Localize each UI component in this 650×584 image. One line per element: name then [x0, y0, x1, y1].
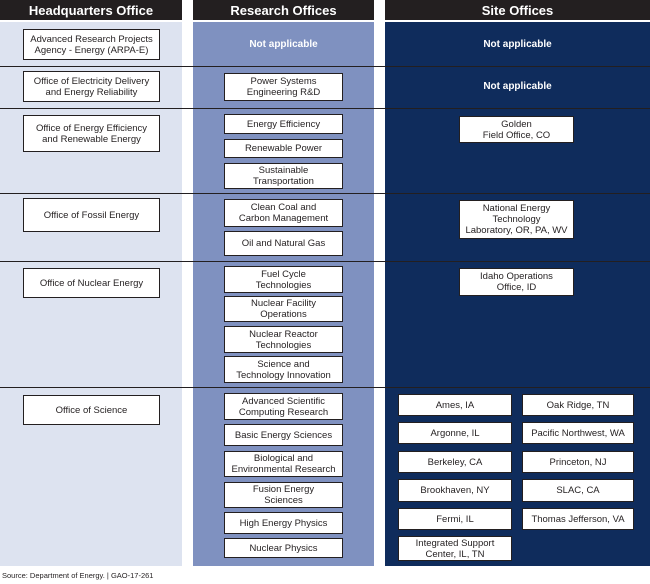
site-not-applicable: Not applicable [483, 81, 552, 92]
site-office: Oak Ridge, TN [522, 394, 634, 416]
header-headquarters: Headquarters Office [0, 0, 182, 20]
research-office: Sustainable Transportation [224, 163, 343, 189]
research-office: Basic Energy Sciences [224, 424, 343, 446]
site-office: Fermi, IL [398, 508, 512, 530]
research-office: Fuel Cycle Technologies [224, 266, 343, 293]
site-office: Golden Field Office, CO [459, 116, 574, 143]
research-office: Clean Coal and Carbon Management [224, 199, 343, 227]
hq-office-arpa-e: Advanced Research Projects Agency - Ener… [23, 29, 160, 60]
hq-office-nuclear: Office of Nuclear Energy [23, 268, 160, 298]
research-office: Energy Efficiency [224, 114, 343, 134]
site-office: Ames, IA [398, 394, 512, 416]
research-office: Fusion Energy Sciences [224, 482, 343, 508]
hq-office-electricity: Office of Electricity Delivery and Energ… [23, 71, 160, 102]
site-office: Thomas Jefferson, VA [522, 508, 634, 530]
site-office: National Energy Technology Laboratory, O… [459, 200, 574, 239]
research-office: Nuclear Physics [224, 538, 343, 558]
hq-office-fossil: Office of Fossil Energy [23, 198, 160, 232]
research-office: Advanced Scientific Computing Research [224, 393, 343, 420]
research-office: Renewable Power [224, 139, 343, 158]
research-office: Nuclear Reactor Technologies [224, 326, 343, 353]
site-office: Brookhaven, NY [398, 479, 512, 502]
site-office: Integrated Support Center, IL, TN [398, 536, 512, 561]
research-office: Science and Technology Innovation [224, 356, 343, 383]
header-research: Research Offices [193, 0, 374, 20]
row-divider [0, 387, 650, 388]
site-not-applicable: Not applicable [483, 39, 552, 50]
header-site: Site Offices [385, 0, 650, 20]
row-divider [0, 193, 650, 194]
row-divider [0, 108, 650, 109]
source-note: Source: Department of Energy. | GAO-17-2… [2, 571, 154, 580]
hq-office-eere: Office of Energy Efficiency and Renewabl… [23, 115, 160, 152]
site-office: SLAC, CA [522, 479, 634, 502]
row-divider [0, 66, 650, 67]
research-not-applicable: Not applicable [249, 39, 318, 50]
research-office: Biological and Environmental Research [224, 451, 343, 477]
site-office: Berkeley, CA [398, 451, 512, 473]
research-office: Nuclear Facility Operations [224, 296, 343, 322]
site-office: Idaho Operations Office, ID [459, 268, 574, 296]
row-divider [0, 261, 650, 262]
site-office: Argonne, IL [398, 422, 512, 444]
research-office: High Energy Physics [224, 512, 343, 534]
hq-office-science: Office of Science [23, 395, 160, 425]
research-office: Power Systems Engineering R&D [224, 73, 343, 101]
site-office: Princeton, NJ [522, 451, 634, 473]
site-office: Pacific Northwest, WA [522, 422, 634, 444]
research-office: Oil and Natural Gas [224, 231, 343, 256]
